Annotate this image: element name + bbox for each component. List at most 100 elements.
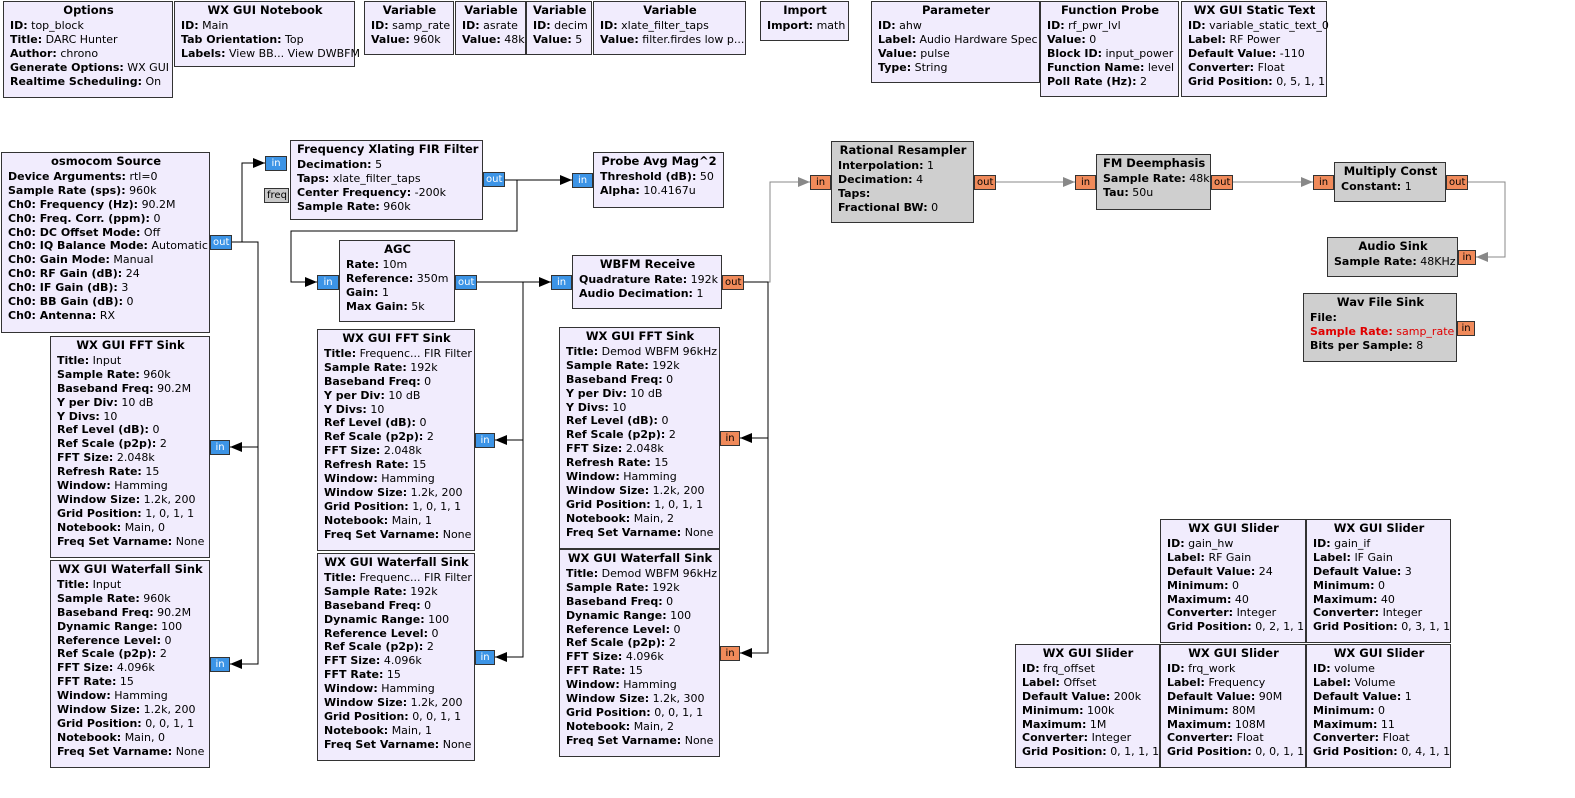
port-in-fft-filter[interactable]: in — [475, 433, 495, 448]
param-key: Y per Div: — [324, 388, 385, 402]
port-out-multiply[interactable]: out — [1446, 175, 1468, 190]
block-param: Value: 960k — [371, 33, 448, 47]
param-value: gain_if — [1334, 536, 1371, 550]
param-value: 40 — [1234, 592, 1249, 606]
param-key: Default Value: — [1167, 689, 1256, 703]
param-key: ID: — [1167, 536, 1185, 550]
port-in-waterfall-demod[interactable]: in — [720, 646, 740, 661]
port-in-fft-input[interactable]: in — [210, 440, 230, 455]
param-value: 3 — [121, 281, 129, 295]
block-param: Baseband Freq: 0 — [324, 599, 469, 613]
param-value: input_power — [1105, 46, 1174, 60]
port-out-osmocom[interactable]: out — [210, 235, 232, 250]
block-param: Freq Set Varname: None — [566, 526, 714, 540]
param-value: Volume — [1354, 675, 1396, 689]
param-key: Converter: — [1167, 606, 1234, 620]
port-in-xlating[interactable]: in — [265, 156, 287, 171]
port-in-audio-sink[interactable]: in — [1458, 250, 1476, 265]
port-in-probe[interactable]: in — [572, 173, 593, 188]
block-param: Y per Div: 10 dB — [566, 387, 714, 401]
param-key: Title: — [324, 346, 357, 360]
port-in-waterfall-input[interactable]: in — [210, 657, 230, 672]
param-key: Notebook: — [566, 511, 631, 525]
param-key: Baseband Freq: — [324, 598, 421, 612]
param-value: 192k — [652, 358, 680, 372]
param-key: Sample Rate (sps): — [8, 183, 126, 197]
block-param: Notebook: Main, 0 — [57, 521, 204, 535]
port-in-agc[interactable]: in — [317, 275, 339, 290]
port-in-deemph[interactable]: in — [1075, 175, 1096, 190]
block-title: Function Probe — [1060, 3, 1160, 17]
param-value: 1 — [1404, 179, 1412, 193]
block-title: WX GUI FFT Sink — [76, 338, 185, 352]
block-param: Taps: xlate_filter_taps — [297, 172, 477, 186]
param-value: 960k — [129, 183, 157, 197]
param-key: Freq Set Varname: — [566, 733, 682, 747]
block-param: ID: frq_offset — [1022, 662, 1154, 676]
port-in-multiply[interactable]: in — [1313, 175, 1334, 190]
param-value: 5 — [375, 157, 383, 171]
param-value: 8 — [1416, 338, 1424, 352]
param-key: Alpha: — [600, 183, 640, 197]
port-in-resampler[interactable]: in — [810, 175, 831, 190]
port-out-wbfm[interactable]: out — [722, 275, 744, 290]
port-in-waterfall-filter[interactable]: in — [475, 650, 495, 665]
block-param: ID: asrate — [462, 19, 520, 33]
port-freq-xlating[interactable]: freq — [264, 188, 289, 203]
port-out-resampler[interactable]: out — [974, 175, 996, 190]
port-out-xlating[interactable]: out — [483, 172, 505, 187]
block-param: FFT Rate: 15 — [324, 668, 469, 682]
block-param: Notebook: Main, 1 — [324, 514, 469, 528]
param-value: Input — [92, 577, 122, 591]
port-in-fft-demod[interactable]: in — [720, 431, 740, 446]
param-value: Frequenc... FIR Filter — [359, 346, 472, 360]
param-value: Hamming — [381, 682, 435, 696]
param-value: 40 — [1380, 592, 1395, 606]
param-value: 3 — [1404, 564, 1412, 578]
param-key: Label: — [1313, 550, 1351, 564]
block-param: Minimum: 100k — [1022, 704, 1154, 718]
param-key: Dynamic Range: — [57, 619, 158, 633]
param-key: Window: — [57, 479, 111, 493]
port-out-deemph[interactable]: out — [1211, 175, 1233, 190]
port-in-wav-sink[interactable]: in — [1457, 321, 1475, 336]
wire-osmocom-xlating — [232, 162, 265, 243]
port-in-wbfm[interactable]: in — [551, 275, 572, 290]
param-value: 0, 3, 1, 1 — [1401, 620, 1451, 634]
param-value: 2 — [159, 647, 167, 661]
param-value: 2 — [426, 430, 434, 444]
connection-arrow — [1476, 252, 1488, 262]
port-out-agc[interactable]: out — [455, 275, 477, 290]
